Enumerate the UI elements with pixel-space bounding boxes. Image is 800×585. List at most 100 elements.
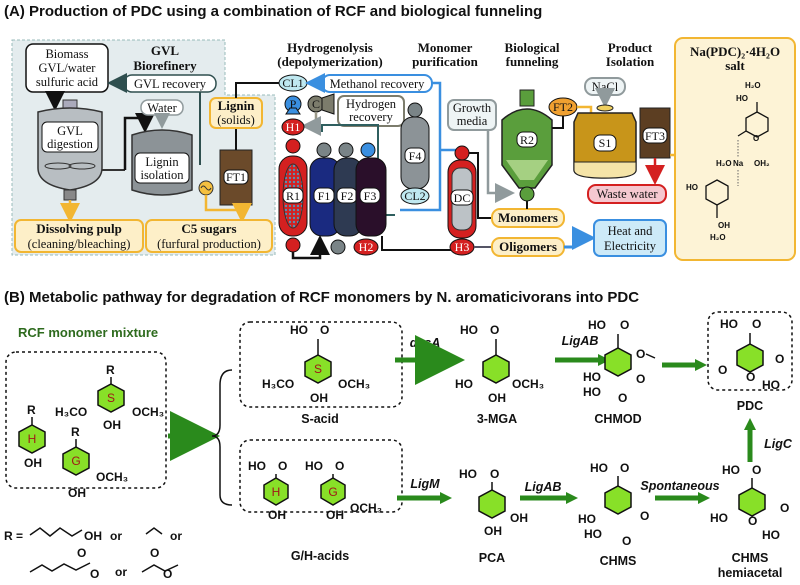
svg-text:HO: HO	[686, 183, 698, 192]
mga-label: 3-MGA	[477, 412, 517, 426]
h3-heater: H3	[449, 238, 475, 256]
h-monomer: R H OH	[18, 403, 46, 470]
f3-flash: F3	[355, 142, 387, 237]
enzyme-ligM: LigM	[410, 477, 440, 491]
svg-text:C5 sugars: C5 sugars	[181, 221, 236, 236]
panel-a-title: (A) Production of PDC using a combinatio…	[4, 3, 542, 20]
ft1-filter: FT1	[219, 149, 253, 206]
ft2-line	[552, 116, 564, 129]
svg-text:F3: F3	[364, 189, 377, 203]
svg-text:Methanol recovery: Methanol recovery	[330, 77, 426, 91]
svg-text:recovery: recovery	[349, 110, 393, 124]
svg-text:O: O	[620, 461, 629, 475]
chmod-structure: HO O O O HO HO O	[583, 318, 656, 405]
lignin-solids-box: Lignin (solids)	[209, 97, 263, 129]
svg-text:S: S	[314, 362, 322, 376]
oligomers-box: Oligomers	[491, 237, 565, 257]
svg-text:HO: HO	[290, 323, 308, 337]
h1-heater: H1	[281, 118, 305, 136]
svg-text:O: O	[752, 463, 761, 477]
r1-to-f1-line	[291, 235, 330, 260]
to-lignin-isolation-line	[123, 113, 155, 170]
svg-text:F2: F2	[341, 189, 354, 203]
dissolving-pulp-box: Dissolving pulp (cleaning/bleaching)	[14, 219, 144, 253]
svg-text:Electricity: Electricity	[604, 239, 657, 253]
pdc-box	[707, 311, 793, 391]
svg-text:O: O	[640, 509, 649, 523]
svg-text:OH: OH	[24, 456, 42, 470]
svg-text:Lignin: Lignin	[218, 98, 256, 113]
chms-label: CHMS	[600, 554, 637, 568]
svg-text:H3: H3	[455, 240, 470, 254]
svg-text:F4: F4	[409, 149, 422, 163]
s-acid-structure: HO O S H₃CO OCH₃ OH	[262, 323, 370, 405]
svg-text:FT3: FT3	[645, 129, 665, 143]
svg-text:OH: OH	[68, 486, 86, 500]
svg-text:OH: OH	[268, 508, 286, 522]
svg-text:HO: HO	[722, 463, 740, 477]
svg-text:C: C	[312, 97, 320, 111]
svg-text:OH: OH	[488, 391, 506, 405]
biological-funneling-title: Biological	[505, 40, 560, 55]
hydrogen-recovery-box: Hydrogen recovery	[337, 95, 405, 127]
monomer-mixture-box	[5, 351, 167, 489]
svg-text:or: or	[115, 565, 127, 579]
monomer-purification-subtitle: purification	[412, 54, 478, 69]
svg-text:R: R	[106, 363, 115, 377]
ligC-arrowhead	[744, 418, 756, 430]
water-box: Water	[140, 99, 184, 116]
ligAB-top-arrowhead	[598, 354, 610, 366]
svg-text:OCH₃: OCH₃	[338, 377, 370, 391]
svg-text:O: O	[620, 318, 629, 332]
spontaneous-arrowhead	[698, 492, 710, 504]
chms-hemiacetal-structure: HO O HO O O HO	[710, 463, 789, 542]
svg-text:OH: OH	[103, 418, 121, 432]
svg-text:H₂O: H₂O	[745, 81, 761, 90]
f1-flash: F1	[309, 142, 341, 237]
r-definition: R = OH or or O O or O O	[4, 527, 182, 581]
svg-text:GVL/water: GVL/water	[39, 61, 97, 75]
svg-text:GVL recovery: GVL recovery	[134, 77, 207, 91]
r1-reactor: R1	[278, 138, 308, 253]
svg-text:O: O	[278, 459, 287, 473]
pump-p: P	[284, 95, 302, 115]
svg-text:(furfural production): (furfural production)	[157, 237, 261, 251]
panel-b-title: (B) Metabolic pathway for degradation of…	[4, 289, 639, 306]
svg-text:HO: HO	[584, 527, 602, 541]
enzyme-ligAB-bottom: LigAB	[525, 480, 562, 494]
g-acid-structure: HO O G OCH₃ OH	[305, 459, 382, 522]
svg-text:H₃CO: H₃CO	[262, 377, 294, 391]
svg-text:H2: H2	[359, 240, 374, 254]
svg-text:FT1: FT1	[226, 170, 246, 184]
svg-text:O: O	[748, 514, 757, 528]
svg-text:O: O	[746, 370, 755, 384]
svg-text:HO: HO	[710, 511, 728, 525]
svg-text:OH: OH	[326, 508, 344, 522]
svg-text:Na(PDC)₂·4H₂O: Na(PDC)₂·4H₂O	[690, 44, 780, 59]
s-acid-box	[239, 321, 403, 408]
gvl-recovery-box: GVL recovery	[123, 74, 217, 93]
svg-text:O: O	[490, 323, 499, 337]
enzyme-desA: desA	[410, 336, 441, 350]
svg-text:OH₂: OH₂	[754, 159, 770, 168]
svg-text:Na: Na	[733, 159, 744, 168]
heat-electricity-box: Heat and Electricity	[593, 219, 667, 257]
svg-text:OH: OH	[510, 511, 528, 525]
svg-text:HO: HO	[588, 318, 606, 332]
svg-text:OH: OH	[310, 391, 328, 405]
svg-text:O: O	[77, 546, 86, 560]
svg-text:Hydrogen: Hydrogen	[346, 97, 397, 111]
svg-text:HO: HO	[459, 467, 477, 481]
ft2-filter: FT2	[548, 97, 578, 117]
biomass-box: Biomass GVL/water sulfuric acid	[25, 43, 109, 93]
svg-text:Dissolving pulp: Dissolving pulp	[36, 221, 122, 236]
compressor-c: C	[307, 93, 335, 115]
svg-text:H1: H1	[286, 120, 301, 134]
svg-text:OCH₃: OCH₃	[96, 470, 128, 484]
svg-text:R1: R1	[286, 189, 300, 203]
svg-text:HO: HO	[248, 459, 266, 473]
svg-text:HO: HO	[578, 512, 596, 526]
svg-text:OCH₃: OCH₃	[350, 501, 382, 515]
svg-text:HO: HO	[460, 323, 478, 337]
svg-text:HO: HO	[762, 378, 780, 392]
